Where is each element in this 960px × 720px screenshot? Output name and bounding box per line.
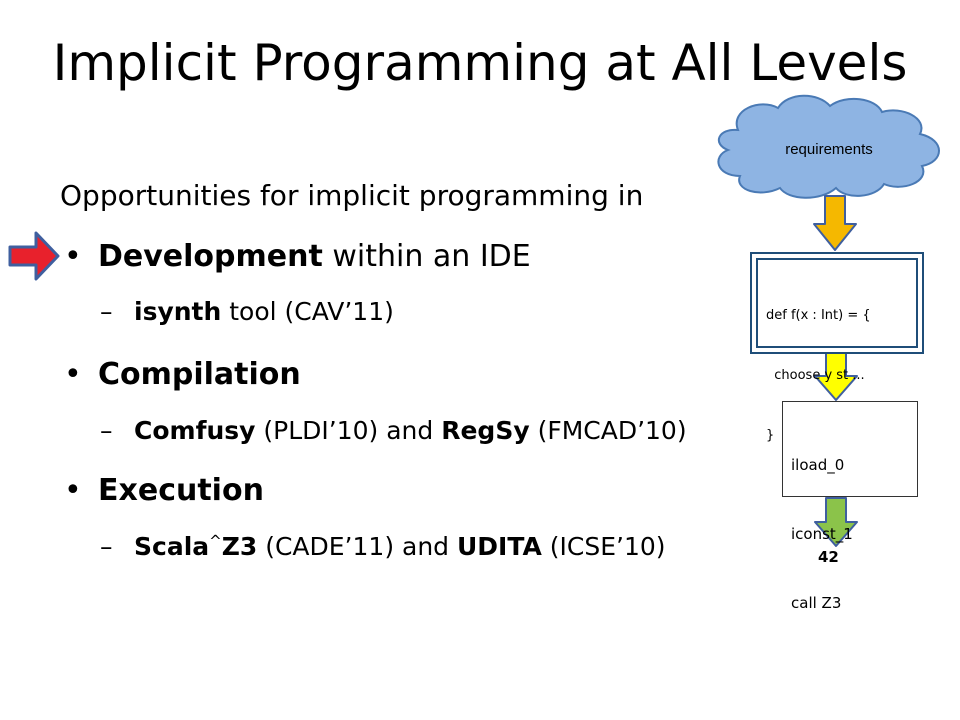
sub-mid: (CADE’11) and: [257, 532, 457, 561]
sub-bold-a2: Z3: [221, 532, 258, 561]
bullet-dot: •: [64, 357, 82, 392]
down-arrow-icon: [814, 497, 858, 547]
sub-bold-a: Scala: [134, 532, 210, 561]
bullet-bold: Compilation: [98, 357, 301, 392]
sub-dash: –: [100, 416, 113, 445]
cloud-label: requirements: [785, 141, 873, 158]
sub-bold-a: Comfusy: [134, 416, 256, 445]
bytecode-line: iload_0: [791, 456, 845, 474]
sub-sup: ^: [209, 532, 222, 550]
code-line: choose y st ...: [766, 368, 865, 383]
bullet-bold: Development: [98, 239, 323, 274]
bullet-compilation: • Compilation: [64, 354, 301, 396]
bytecode-line: iconst_1: [791, 525, 853, 543]
down-arrow-icon: [814, 351, 858, 401]
source-code-inner: def f(x : Int) = { choose y st ... }: [756, 258, 918, 443]
subitem-isynth: –isynth tool (CAV’11): [100, 294, 394, 330]
sub-dash: –: [100, 532, 113, 561]
bullet-rest: within an IDE: [322, 239, 531, 274]
source-code-box: def f(x : Int) = { choose y st ... }: [750, 252, 924, 443]
code-line: def f(x : Int) = {: [766, 308, 871, 323]
bytecode-box: iload_0 iconst_1 call Z3: [782, 401, 918, 612]
bullet-development: • Development within an IDE: [64, 236, 531, 278]
cloud-shape: [717, 94, 940, 199]
sub-rest: (ICSE’10): [541, 532, 666, 561]
sub-dash: –: [100, 297, 113, 326]
sub-bold-b: UDITA: [457, 532, 542, 561]
bullet-dot: •: [64, 239, 82, 274]
subitem-scalaz3: –Scala^Z3 (CADE’11) and UDITA (ICSE’10): [100, 529, 666, 565]
slide-title: Implicit Programming at All Levels: [52, 34, 908, 92]
pointer-arrow-icon: [8, 231, 60, 281]
sub-bold: isynth: [134, 297, 222, 326]
sub-mid: (PLDI’10) and: [255, 416, 442, 445]
intro-text: Opportunities for implicit programming i…: [60, 179, 644, 212]
result-value: 42: [818, 548, 839, 566]
sub-bold-b: RegSy: [441, 416, 530, 445]
bullet-dot: •: [64, 473, 82, 508]
bullet-execution: • Execution: [64, 470, 264, 512]
sub-rest: (FMCAD’10): [529, 416, 687, 445]
sub-rest: tool (CAV’11): [221, 297, 394, 326]
down-arrow-icon: [813, 195, 857, 251]
code-line: }: [766, 428, 775, 443]
bullet-bold: Execution: [98, 473, 264, 508]
bytecode-line: call Z3: [791, 594, 842, 612]
subitem-comfusy: –Comfusy (PLDI’10) and RegSy (FMCAD’10): [100, 413, 687, 449]
